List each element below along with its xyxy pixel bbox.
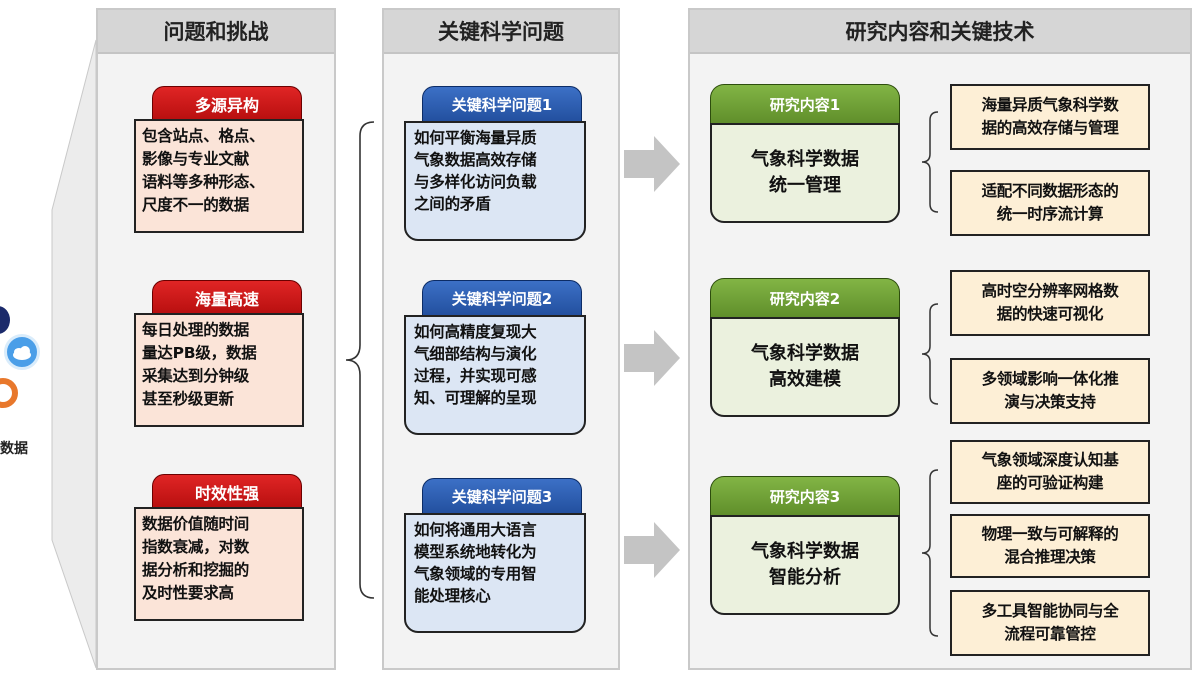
body-line: 气象领域深度认知基	[981, 451, 1119, 469]
body-line: 海量异质气象科学数	[981, 96, 1119, 114]
body-line: 气象科学数据	[751, 149, 859, 170]
body-line: 气象科学数据	[751, 343, 859, 364]
technique-box-2: 适配不同数据形态的 统一时序流计算	[950, 170, 1150, 236]
body-line: 指数衰减，对数	[142, 538, 250, 556]
problem-card-body: 包含站点、格点、 影像与专业文献 语料等多种形态、 尺度不一的数据	[134, 119, 304, 233]
body-line: 能处理核心	[414, 587, 491, 605]
technique-box-7: 多工具智能协同与全 流程可靠管控	[950, 590, 1150, 656]
technique-box-5: 气象领域深度认知基 座的可验证构建	[950, 440, 1150, 504]
problem-card-3: 时效性强 数据价值随时间 指数衰减，对数 据分析和挖掘的 及时性要求高	[124, 474, 314, 624]
curly-brace-group-2	[921, 303, 939, 405]
problem-card-title: 多源异构	[152, 86, 302, 120]
question-card-body: 如何将通用大语言 模型系统地转化为 气象领域的专用智 能处理核心	[404, 513, 586, 633]
research-content-title: 研究内容1	[710, 84, 900, 124]
body-line: 混合推理决策	[1004, 548, 1096, 566]
body-line: 模型系统地转化为	[414, 543, 537, 561]
dark-blue-circle-icon	[0, 306, 10, 334]
research-content-card-1: 研究内容1 气象科学数据 统一管理	[710, 84, 900, 224]
problem-card-2: 海量高速 每日处理的数据 量达PB级，数据 采集达到分钟级 甚至秒级更新	[124, 280, 314, 430]
body-line: 多领域影响一体化推	[981, 370, 1119, 388]
research-content-title: 研究内容3	[710, 476, 900, 516]
body-line: 气象科学数据	[751, 541, 859, 562]
body-line: 量达PB级，数据	[142, 344, 257, 362]
body-line: 影像与专业文献	[142, 150, 250, 168]
body-line: 座的可验证构建	[996, 474, 1104, 492]
right-arrow-icon	[624, 522, 680, 578]
body-line: 演与决策支持	[1004, 393, 1096, 411]
problem-card-title: 海量高速	[152, 280, 302, 314]
body-line: 气细部结构与演化	[414, 345, 537, 363]
body-line: 及时性要求高	[142, 584, 234, 602]
research-content-card-3: 研究内容3 气象科学数据 智能分析	[710, 476, 900, 616]
body-line: 据的高效存储与管理	[981, 119, 1119, 137]
body-line: 如何将通用大语言	[414, 521, 537, 539]
problem-card-body: 每日处理的数据 量达PB级，数据 采集达到分钟级 甚至秒级更新	[134, 313, 304, 427]
funnel-shape	[51, 39, 97, 669]
research-content-body: 气象科学数据 智能分析	[710, 515, 900, 615]
body-line: 高时空分辨率网格数	[981, 282, 1119, 300]
body-line: 智能分析	[769, 567, 841, 588]
research-content-title: 研究内容2	[710, 278, 900, 318]
body-line: 多工具智能协同与全	[981, 602, 1119, 620]
research-content-card-2: 研究内容2 气象科学数据 高效建模	[710, 278, 900, 418]
body-line: 尺度不一的数据	[142, 196, 250, 214]
body-line: 流程可靠管控	[1004, 625, 1096, 643]
body-line: 据分析和挖掘的	[142, 561, 250, 579]
right-arrow-icon	[624, 136, 680, 192]
problem-card-body: 数据价值随时间 指数衰减，对数 据分析和挖掘的 及时性要求高	[134, 507, 304, 621]
question-card-3: 关键科学问题3 如何将通用大语言 模型系统地转化为 气象领域的专用智 能处理核心	[402, 478, 592, 638]
cloud-database-icon	[4, 334, 40, 370]
technique-box-6: 物理一致与可解释的 混合推理决策	[950, 514, 1150, 578]
research-panel-title: 研究内容和关键技术	[690, 10, 1190, 54]
body-line: 统一管理	[769, 175, 841, 196]
body-line: 如何高精度复现大	[414, 323, 537, 341]
body-line: 气象领域的专用智	[414, 565, 537, 583]
problem-card-title: 时效性强	[152, 474, 302, 508]
body-line: 适配不同数据形态的	[981, 182, 1119, 200]
left-curly-brace	[345, 121, 375, 599]
body-line: 与多样化访问负载	[414, 173, 537, 191]
body-line: 过程，并实现可感	[414, 367, 537, 385]
body-line: 据的快速可视化	[996, 305, 1104, 323]
body-line: 高效建模	[769, 369, 841, 390]
problems-panel-title: 问题和挑战	[98, 10, 334, 54]
problem-card-1: 多源异构 包含站点、格点、 影像与专业文献 语料等多种形态、 尺度不一的数据	[124, 86, 314, 236]
technique-box-3: 高时空分辨率网格数 据的快速可视化	[950, 270, 1150, 336]
body-line: 包含站点、格点、	[142, 127, 265, 145]
body-line: 知、可理解的呈现	[414, 389, 537, 407]
body-line: 每日处理的数据	[142, 321, 250, 339]
body-line: 统一时序流计算	[996, 205, 1104, 223]
research-content-body: 气象科学数据 高效建模	[710, 317, 900, 417]
body-line: 语料等多种形态、	[142, 173, 265, 191]
body-line: 采集达到分钟级	[142, 367, 250, 385]
body-line: 气象数据高效存储	[414, 151, 537, 169]
technique-box-1: 海量异质气象科学数 据的高效存储与管理	[950, 84, 1150, 150]
edge-text-data: 数据	[0, 441, 28, 457]
question-card-title: 关键科学问题2	[422, 280, 582, 316]
research-content-body: 气象科学数据 统一管理	[710, 123, 900, 223]
body-line: 如何平衡海量异质	[414, 129, 537, 147]
question-card-body: 如何平衡海量异质 气象数据高效存储 与多样化访问负载 之间的矛盾	[404, 121, 586, 241]
body-line: 物理一致与可解释的	[981, 525, 1119, 543]
body-line: 之间的矛盾	[414, 195, 491, 213]
question-card-1: 关键科学问题1 如何平衡海量异质 气象数据高效存储 与多样化访问负载 之间的矛盾	[402, 86, 592, 246]
orange-ring-icon	[0, 378, 18, 408]
body-line: 数据价值随时间	[142, 515, 250, 533]
question-card-body: 如何高精度复现大 气细部结构与演化 过程，并实现可感 知、可理解的呈现	[404, 315, 586, 435]
cloud-glyph	[13, 346, 31, 360]
question-card-2: 关键科学问题2 如何高精度复现大 气细部结构与演化 过程，并实现可感 知、可理解…	[402, 280, 592, 440]
technique-box-4: 多领域影响一体化推 演与决策支持	[950, 358, 1150, 424]
curly-brace-group-3	[921, 469, 939, 637]
question-card-title: 关键科学问题1	[422, 86, 582, 122]
right-arrow-icon	[624, 330, 680, 386]
questions-panel-title: 关键科学问题	[384, 10, 618, 54]
curly-brace-group-1	[921, 111, 939, 213]
body-line: 甚至秒级更新	[142, 390, 234, 408]
question-card-title: 关键科学问题3	[422, 478, 582, 514]
